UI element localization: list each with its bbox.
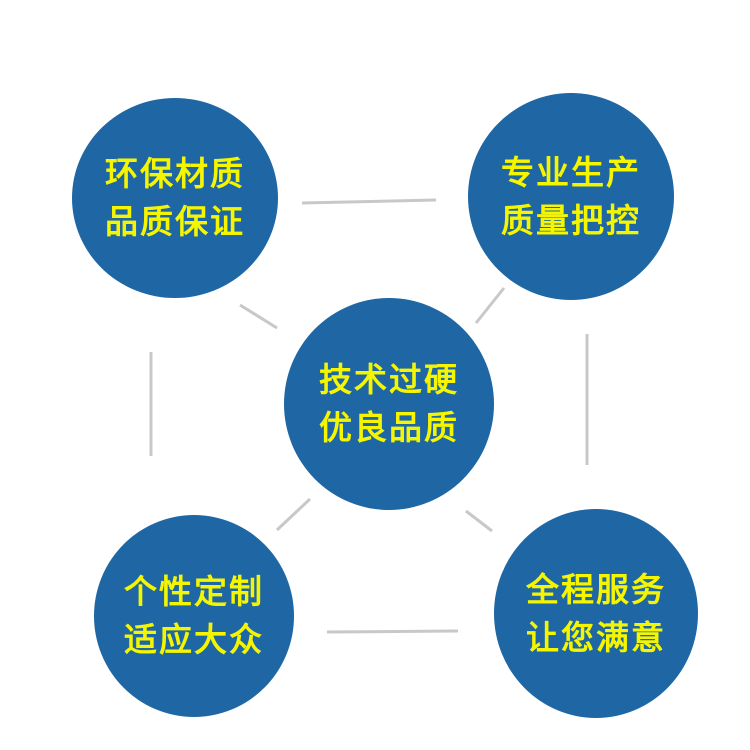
connector-center-br — [465, 509, 493, 533]
node-professional-production: 专业生产 质量把控 — [468, 93, 674, 300]
node-label-line1: 全程服务 — [526, 569, 666, 609]
connector-top — [301, 198, 437, 205]
node-customization: 个性定制 适应大众 — [94, 515, 294, 717]
node-technology-quality: 技术过硬 优良品质 — [284, 298, 494, 510]
connector-center-tr — [474, 287, 506, 324]
connector-center-bl — [275, 497, 312, 532]
node-label-line2: 让您满意 — [526, 617, 666, 657]
connector-bottom — [326, 629, 459, 634]
node-label-line1: 个性定制 — [124, 572, 264, 611]
node-label-line2: 适应大众 — [124, 620, 264, 659]
node-label-line2: 质量把控 — [501, 200, 641, 240]
node-label-line1: 技术过硬 — [319, 360, 459, 399]
node-label-line2: 品质保证 — [105, 202, 245, 241]
node-full-service: 全程服务 让您满意 — [494, 509, 698, 718]
node-label-line2: 优良品质 — [319, 408, 459, 447]
node-label-line1: 专业生产 — [501, 152, 641, 192]
node-eco-materials: 环保材质 品质保证 — [72, 98, 278, 298]
node-label-line1: 环保材质 — [105, 154, 245, 193]
connector-center-tl — [239, 303, 278, 330]
